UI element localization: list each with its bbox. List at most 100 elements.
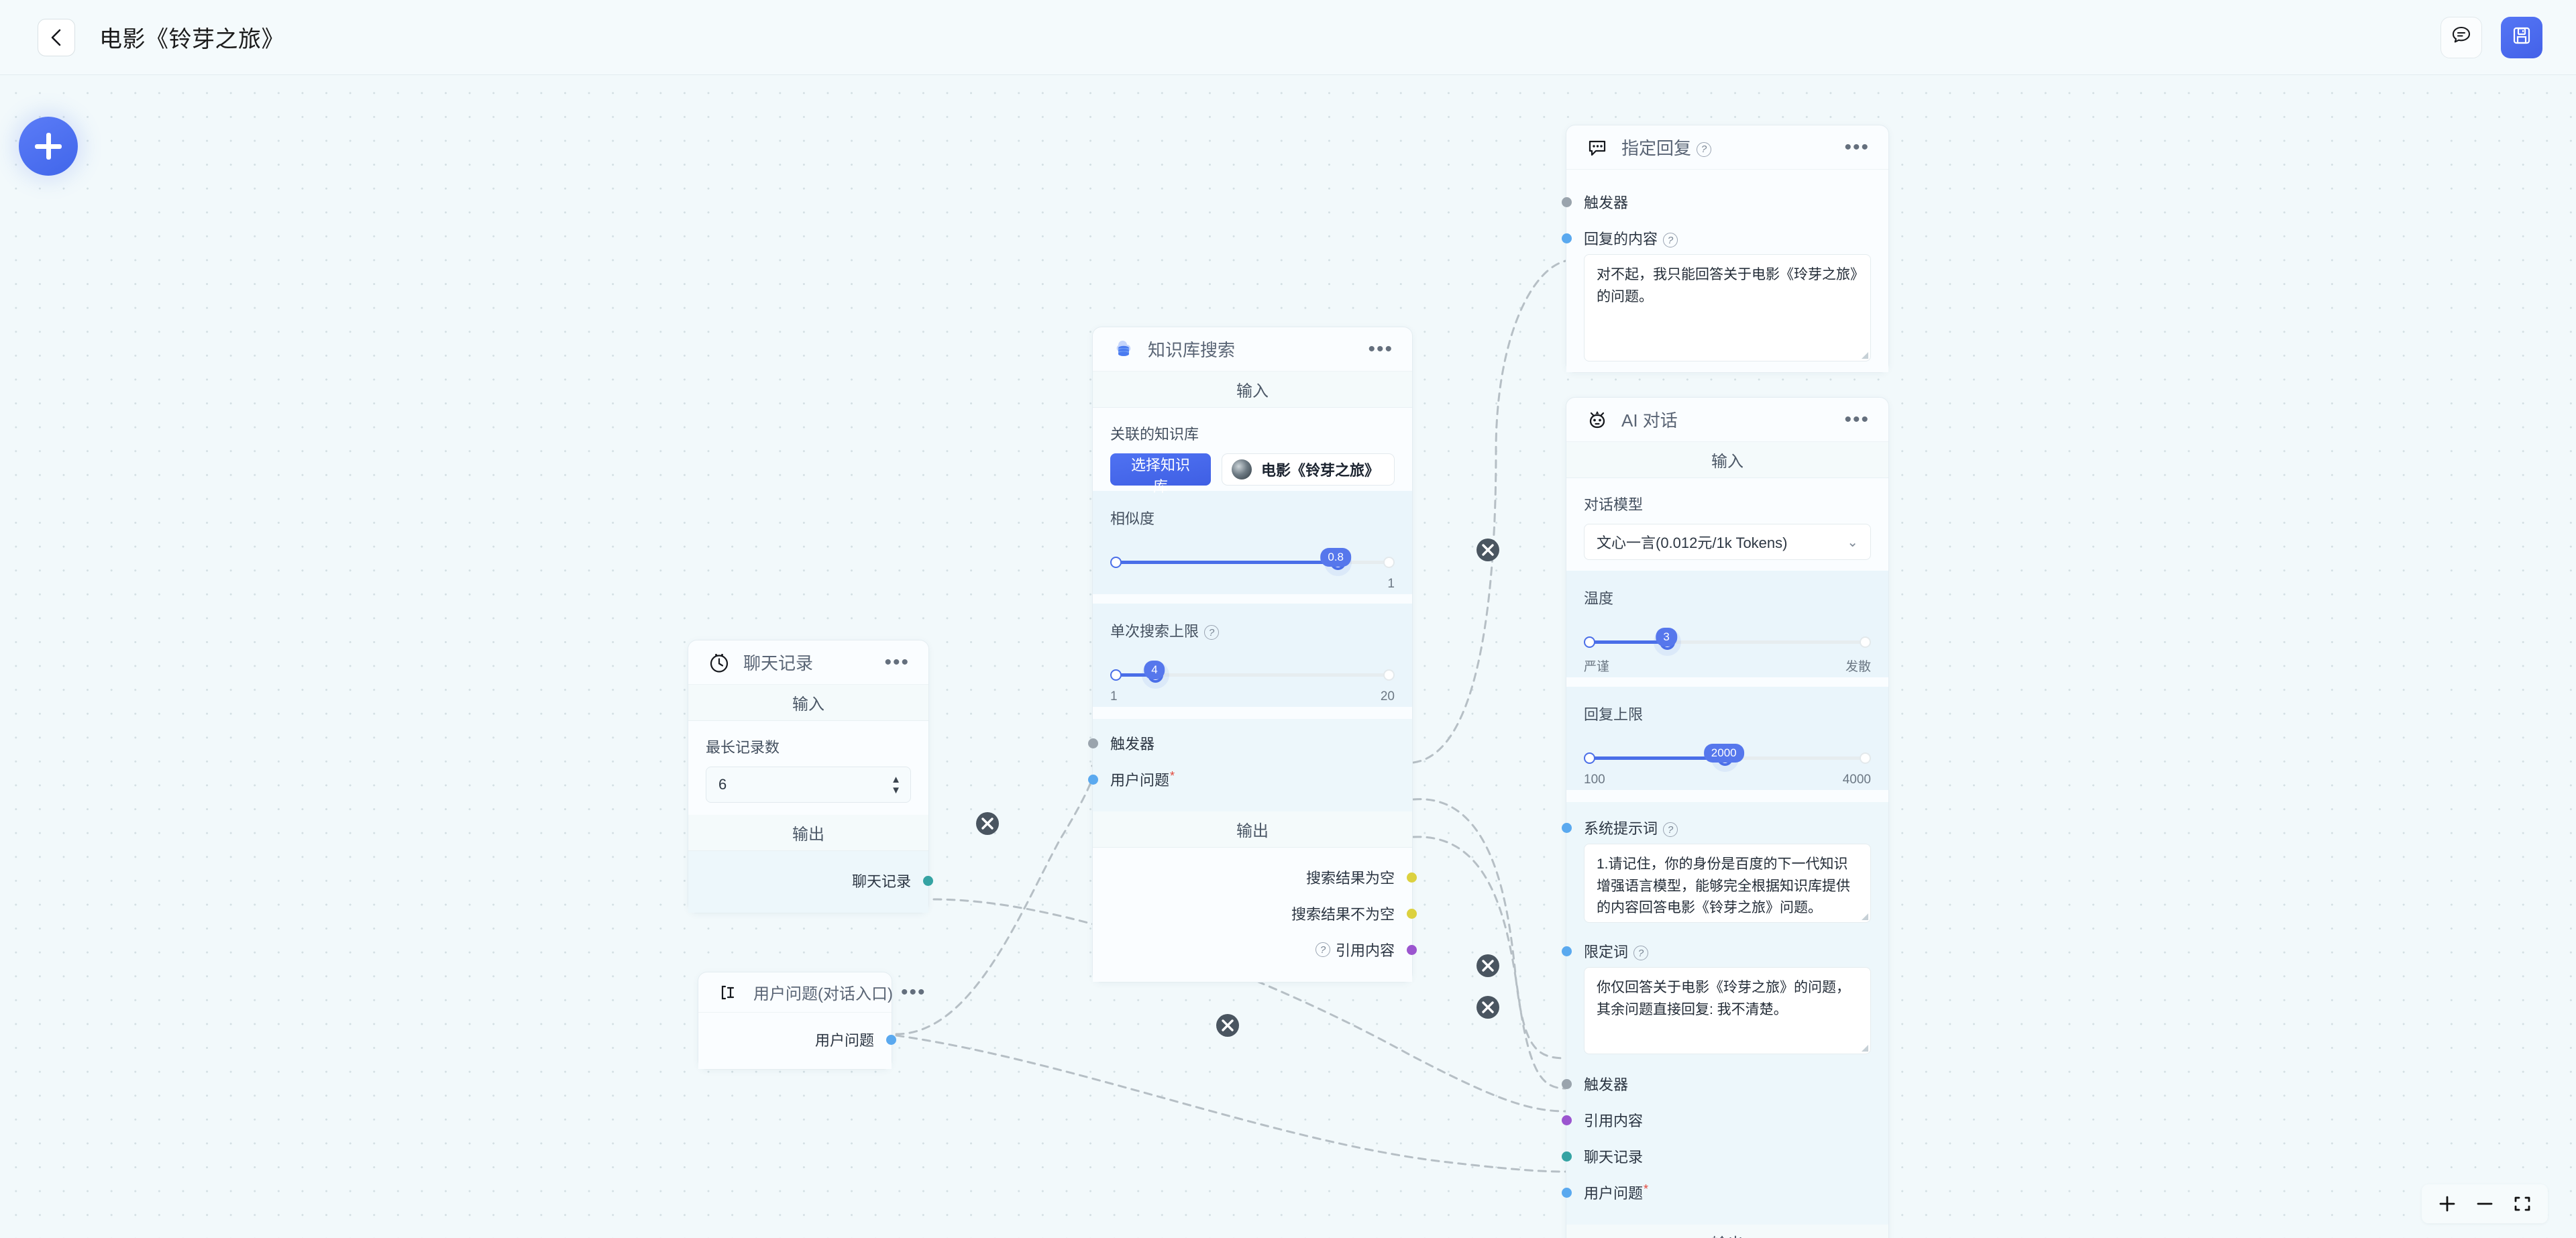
similarity-label: 相似度 bbox=[1110, 510, 1155, 527]
stepper-arrows[interactable]: ▲ ▼ bbox=[891, 775, 901, 795]
node-menu-button[interactable]: ••• bbox=[900, 980, 926, 1003]
zoom-controls bbox=[2422, 1184, 2548, 1223]
slider-rail bbox=[1588, 640, 1867, 644]
similarity-slider[interactable]: 0.8 bbox=[1110, 543, 1395, 581]
system-prompt-textarea[interactable]: 1.请记住，你的身份是百度的下一代知识增强语言模型，能够完全根据知识库提供的内容… bbox=[1584, 844, 1871, 923]
port-dot-purple[interactable] bbox=[1562, 1115, 1572, 1125]
help-icon[interactable] bbox=[1315, 942, 1330, 957]
input-ports: 触发器 回复的内容 对不起，我只能回答关于电影《玲芽之旅》的问题。 bbox=[1562, 170, 1888, 372]
kb-chip[interactable]: 电影《铃芽之旅》 bbox=[1221, 453, 1395, 486]
port-dot-blue[interactable] bbox=[1562, 822, 1572, 833]
port-limit-word-in[interactable]: 限定词 bbox=[1562, 936, 1871, 966]
port-user-question-in[interactable]: 用户问题* bbox=[1088, 765, 1395, 794]
port-dot-gray[interactable] bbox=[1088, 738, 1098, 748]
model-select[interactable]: 文心一言(0.012元/1k Tokens) ⌄ bbox=[1584, 524, 1871, 560]
zoom-in-button[interactable] bbox=[2428, 1184, 2466, 1223]
node-menu-button[interactable]: ••• bbox=[1844, 408, 1870, 431]
help-icon[interactable] bbox=[1633, 946, 1649, 960]
page-title: 电影《铃芽之旅》 bbox=[99, 27, 284, 52]
port-label: 搜索结果不为空 bbox=[1291, 906, 1395, 923]
port-dot-yellow[interactable] bbox=[1407, 908, 1417, 919]
workflow-canvas[interactable]: 聊天记录 ••• 输入 最长记录数 6 ▲ ▼ 输出 聊天记录 bbox=[0, 75, 2576, 1238]
reply-limit-max: 4000 bbox=[1842, 773, 1871, 787]
port-label: 限定词 bbox=[1584, 944, 1629, 960]
help-icon[interactable] bbox=[1663, 233, 1678, 247]
help-icon[interactable] bbox=[1697, 142, 1712, 157]
edge-delete-button[interactable] bbox=[1477, 539, 1499, 561]
max-records-stepper[interactable]: 6 ▲ ▼ bbox=[706, 767, 911, 803]
port-dot-yellow[interactable] bbox=[1407, 872, 1417, 883]
port-chat-history-in[interactable]: 聊天记录 bbox=[1562, 1141, 1871, 1171]
port-dot-blue[interactable] bbox=[1562, 946, 1572, 956]
add-node-button[interactable] bbox=[19, 117, 78, 176]
knowledge-base-icon bbox=[1110, 336, 1137, 363]
stepper-down-icon[interactable]: ▼ bbox=[891, 784, 901, 796]
edge-delete-button[interactable] bbox=[1216, 1014, 1239, 1037]
port-dot-teal[interactable] bbox=[923, 875, 933, 886]
port-dot-gray[interactable] bbox=[1562, 1078, 1572, 1089]
port-result-not-empty-out[interactable]: 搜索结果不为空 bbox=[1110, 899, 1417, 928]
select-kb-button[interactable]: 选择知识库 bbox=[1110, 453, 1211, 495]
limit-knob[interactable]: 4 bbox=[1144, 661, 1165, 683]
fit-view-button[interactable] bbox=[2504, 1184, 2541, 1223]
port-dot-blue[interactable] bbox=[1562, 233, 1572, 243]
port-result-empty-out[interactable]: 搜索结果为空 bbox=[1110, 862, 1417, 892]
port-dot-gray[interactable] bbox=[1562, 196, 1572, 207]
similarity-range: 1 bbox=[1110, 577, 1395, 592]
reply-limit-knob[interactable]: 2000 bbox=[1703, 744, 1744, 766]
temperature-block: 温度 3 严谨 发散 bbox=[1566, 571, 1888, 677]
output-section-label: 输出 bbox=[1566, 1225, 1888, 1238]
stepper-up-icon[interactable]: ▲ bbox=[891, 773, 901, 785]
save-button[interactable] bbox=[2501, 16, 2542, 58]
edge-delete-button[interactable] bbox=[976, 812, 999, 835]
port-dot-blue[interactable] bbox=[886, 1034, 896, 1045]
port-reply-content-in[interactable]: 回复的内容 bbox=[1562, 223, 1871, 253]
reply-content-textarea[interactable]: 对不起，我只能回答关于电影《玲芽之旅》的问题。 bbox=[1584, 254, 1871, 361]
node-fixed-reply[interactable]: 指定回复 ••• 触发器 回复的内容 对不起，我只能回答关于电影《玲芽之旅》的问… bbox=[1562, 125, 1889, 373]
chat-bubble-button[interactable] bbox=[2440, 16, 2482, 58]
port-citation-in[interactable]: 引用内容 bbox=[1562, 1105, 1871, 1135]
node-header: 知识库搜索 ••• bbox=[1093, 327, 1412, 372]
port-citation-out[interactable]: 引用内容 bbox=[1110, 935, 1417, 964]
port-dot-purple[interactable] bbox=[1407, 944, 1417, 955]
port-trigger-in[interactable]: 触发器 bbox=[1562, 1069, 1871, 1099]
node-user-question[interactable]: 用户问题(对话入口) ••• 用户问题 bbox=[698, 972, 925, 1070]
edge-delete-button[interactable] bbox=[1477, 996, 1499, 1019]
port-user-question-in[interactable]: 用户问题* bbox=[1562, 1178, 1871, 1207]
port-label: 回复的内容 bbox=[1584, 231, 1658, 247]
similarity-knob[interactable]: 0.8 bbox=[1320, 548, 1352, 570]
limit-slider[interactable]: 4 bbox=[1110, 656, 1395, 693]
temperature-slider[interactable]: 3 bbox=[1584, 623, 1871, 661]
output-ports: 搜索结果为空 搜索结果不为空 引用内容 bbox=[1093, 848, 1417, 982]
help-icon[interactable] bbox=[1204, 625, 1220, 640]
back-button[interactable] bbox=[38, 18, 75, 56]
node-ai-chat[interactable]: AI 对话 ••• 输入 对话模型 文心一言(0.012元/1k Tokens)… bbox=[1562, 397, 1889, 1238]
port-dot-teal[interactable] bbox=[1562, 1151, 1572, 1162]
temperature-knob[interactable]: 3 bbox=[1656, 628, 1677, 650]
reply-limit-slider[interactable]: 2000 bbox=[1584, 739, 1871, 777]
node-menu-button[interactable]: ••• bbox=[884, 651, 910, 673]
port-dot-blue[interactable] bbox=[1088, 774, 1098, 785]
port-system-prompt-in[interactable]: 系统提示词 bbox=[1562, 813, 1871, 842]
edge-kb-citation-to-ai-citation bbox=[1412, 836, 1567, 1090]
port-dot-blue[interactable] bbox=[1562, 1187, 1572, 1198]
reply-limit-block: 回复上限 2000 100 4000 bbox=[1566, 687, 1888, 790]
node-chat-history[interactable]: 聊天记录 ••• 输入 最长记录数 6 ▲ ▼ 输出 聊天记录 bbox=[688, 640, 933, 913]
max-records-value: 6 bbox=[718, 776, 727, 793]
temperature-label: 温度 bbox=[1584, 590, 1614, 607]
node-kb-search[interactable]: 知识库搜索 ••• 输入 关联的知识库 选择知识库 电影《铃芽之旅》 相似度 bbox=[1088, 327, 1417, 982]
help-icon[interactable] bbox=[1663, 822, 1678, 837]
port-trigger-in[interactable]: 触发器 bbox=[1562, 187, 1871, 217]
zoom-out-button[interactable] bbox=[2466, 1184, 2504, 1223]
port-label: 引用内容 bbox=[1335, 942, 1395, 959]
limit-word-textarea[interactable]: 你仅回答关于电影《玲芽之旅》的问题，其余问题直接回复: 我不清楚。 bbox=[1584, 967, 1871, 1054]
node-title: 知识库搜索 bbox=[1148, 340, 1236, 360]
port-user-question-out[interactable]: 用户问题 bbox=[716, 1025, 896, 1054]
edge-delete-button[interactable] bbox=[1477, 954, 1499, 977]
minus-icon bbox=[2477, 1202, 2493, 1205]
node-menu-button[interactable]: ••• bbox=[1368, 337, 1393, 360]
slider-fill bbox=[1588, 756, 1727, 760]
port-trigger-in[interactable]: 触发器 bbox=[1088, 728, 1395, 758]
node-menu-button[interactable]: ••• bbox=[1844, 135, 1870, 158]
port-chat-history-out[interactable]: 聊天记录 bbox=[706, 866, 933, 895]
